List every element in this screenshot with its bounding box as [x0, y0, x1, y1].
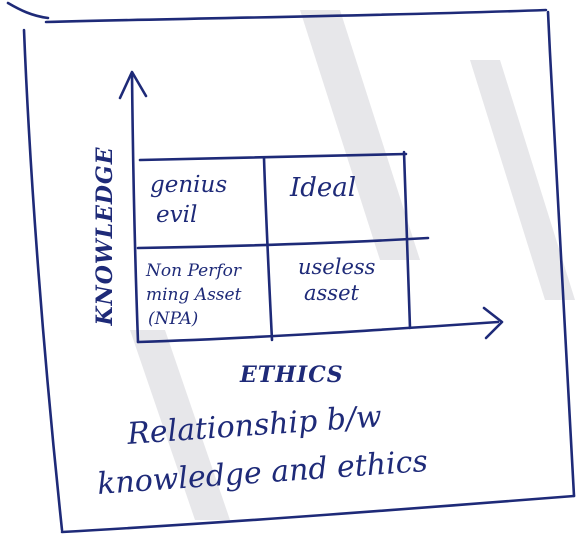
watermark: [130, 10, 575, 520]
caption: Relationship b/w knowledge and ethics: [96, 399, 429, 502]
y-axis: [118, 70, 148, 344]
quadrant-top-left: genius evil: [150, 172, 227, 228]
quadrant-bottom-left-line-2: ming Asset: [146, 285, 242, 305]
quadrant-bottom-left: Non Perfor ming Asset (NPA): [145, 261, 242, 329]
quadrant-bottom-right-line-1: useless: [298, 255, 376, 279]
quadrant-bottom-right: useless asset: [298, 255, 376, 305]
caption-line-2: knowledge and ethics: [96, 444, 429, 502]
page-frame: [6, 1, 576, 534]
y-axis-label: KNOWLEDGE: [92, 146, 118, 326]
quadrant-grid: [136, 150, 430, 342]
quadrant-top-right-line-1: Ideal: [289, 173, 356, 203]
quadrant-top-left-line-2: evil: [156, 202, 197, 228]
x-axis-label: ETHICS: [239, 362, 344, 388]
quadrant-bottom-left-line-3: (NPA): [148, 309, 198, 329]
quadrant-top-left-line-1: genius: [150, 172, 227, 198]
quadrant-bottom-right-line-2: asset: [304, 281, 360, 305]
quadrant-bottom-left-line-1: Non Perfor: [145, 261, 242, 281]
quadrant-top-right: Ideal: [289, 173, 356, 203]
x-axis: [136, 306, 504, 344]
